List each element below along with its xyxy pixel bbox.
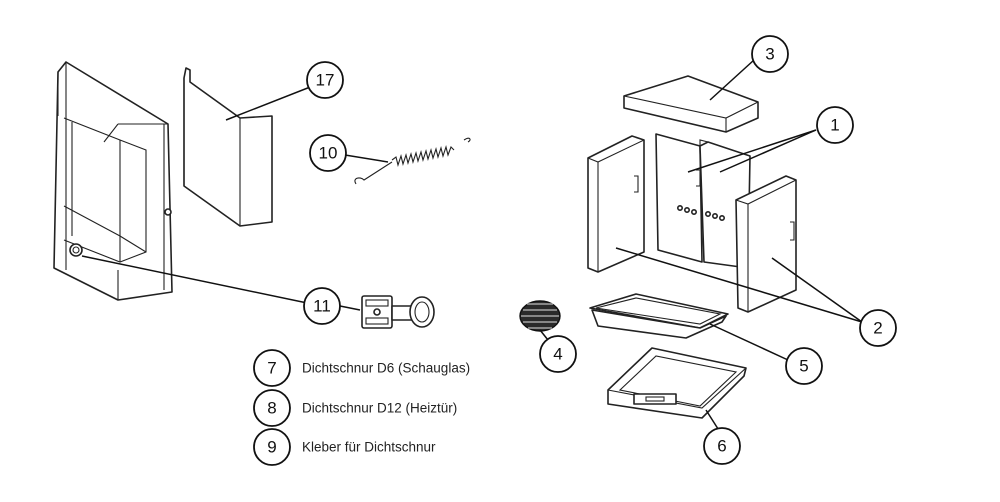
callout-10: 10 bbox=[309, 134, 347, 172]
legend-item-number: 9 bbox=[267, 438, 276, 457]
part-2-side-brick-left bbox=[587, 135, 645, 273]
callout-2-number: 2 bbox=[873, 319, 882, 338]
callout-3-number: 3 bbox=[765, 45, 774, 64]
legend-item-label: Dichtschnur D6 (Schauglas) bbox=[302, 361, 470, 376]
part-6-ash-drawer bbox=[607, 347, 747, 419]
callout-5-number: 5 bbox=[799, 357, 808, 376]
legend: 7 Dichtschnur D6 (Schauglas) 8 Dichtschn… bbox=[253, 349, 470, 466]
part-1-back-bricks bbox=[655, 133, 751, 269]
legend-item: 9 Kleber für Dichtschnur bbox=[253, 428, 436, 466]
callout-17: 17 bbox=[306, 61, 344, 99]
callout-5: 5 bbox=[785, 347, 823, 385]
callout-11: 11 bbox=[303, 287, 341, 325]
legend-item-number: 8 bbox=[267, 399, 276, 418]
legend-item-label: Dichtschnur D12 (Heiztür) bbox=[302, 401, 457, 416]
part-4-grate bbox=[519, 300, 561, 332]
back-brick-holes bbox=[676, 205, 725, 222]
part-5-ash-tray bbox=[589, 293, 729, 339]
callout-17-number: 17 bbox=[316, 71, 335, 90]
leader-lines bbox=[81, 59, 863, 433]
callout-1-number: 1 bbox=[830, 116, 839, 135]
callout-11-number: 11 bbox=[313, 297, 331, 316]
callout-6-number: 6 bbox=[717, 437, 726, 456]
part-2-side-brick-right bbox=[735, 175, 797, 313]
callout-3: 3 bbox=[751, 35, 789, 73]
callout-10-number: 10 bbox=[319, 144, 338, 163]
legend-item-number: 7 bbox=[267, 359, 276, 378]
callout-4: 4 bbox=[539, 335, 577, 373]
legend-item-label: Kleber für Dichtschnur bbox=[302, 440, 436, 455]
callout-4-number: 4 bbox=[553, 345, 562, 364]
stove-door bbox=[53, 61, 173, 301]
callout-6: 6 bbox=[703, 427, 741, 465]
legend-item: 7 Dichtschnur D6 (Schauglas) bbox=[253, 349, 470, 387]
callout-1: 1 bbox=[816, 106, 854, 144]
callout-2: 2 bbox=[859, 309, 897, 347]
part-3-top-brick bbox=[623, 75, 759, 133]
air-control-knob bbox=[69, 243, 83, 257]
part-11-latch bbox=[361, 295, 435, 329]
part-10-spring bbox=[354, 137, 471, 185]
part-17-baffle-plate bbox=[183, 67, 273, 227]
legend-item: 8 Dichtschnur D12 (Heiztür) bbox=[253, 389, 457, 427]
